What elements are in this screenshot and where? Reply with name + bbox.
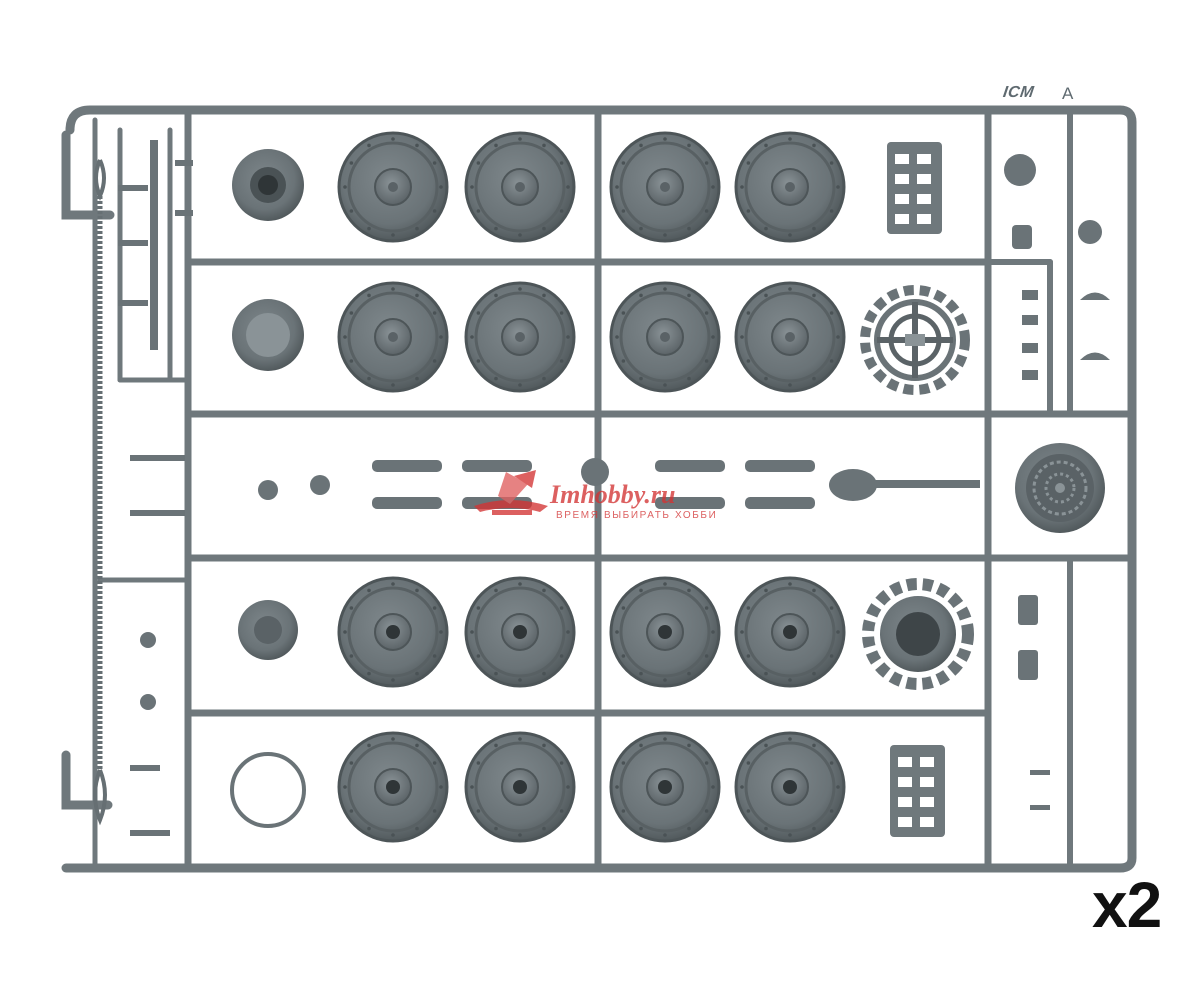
watermark-subtitle: ВРЕМЯ ВЫБИРАТЬ ХОББИ [556,510,718,521]
road-wheel [464,131,576,243]
vent-grille-lower [890,745,945,837]
drive-sprocket-lower [862,578,974,690]
drive-sprocket-upper [860,285,970,395]
vent-grille-upper [887,142,942,234]
fan-housing [1015,443,1105,533]
road-wheel [464,281,576,393]
road-wheel [609,576,721,688]
road-wheel [464,731,576,843]
road-wheel [734,731,846,843]
sprue-frame [61,105,1137,873]
road-wheel [609,281,721,393]
quantity-label: x2 [1092,869,1162,941]
watermark: Imhobby.ru ВРЕМЯ ВЫБИРАТЬ ХОББИ [470,458,740,528]
road-wheel [337,281,449,393]
right-small-parts [1004,154,1110,810]
road-wheel [734,131,846,243]
watermark-logo [474,470,548,515]
road-wheel [609,731,721,843]
brand-mark: ICM [1001,84,1036,101]
small-parts-left [118,140,193,350]
road-wheel [734,281,846,393]
road-wheel [464,576,576,688]
tow-cable [93,159,107,826]
road-wheel [337,731,449,843]
road-wheel [734,576,846,688]
road-wheel [337,576,449,688]
road-wheel [609,131,721,243]
road-wheels [337,131,846,843]
watermark-title: Imhobby.ru [550,480,676,509]
road-wheel [337,131,449,243]
hub-parts [230,149,306,828]
sprue-letter: A [1062,84,1074,103]
